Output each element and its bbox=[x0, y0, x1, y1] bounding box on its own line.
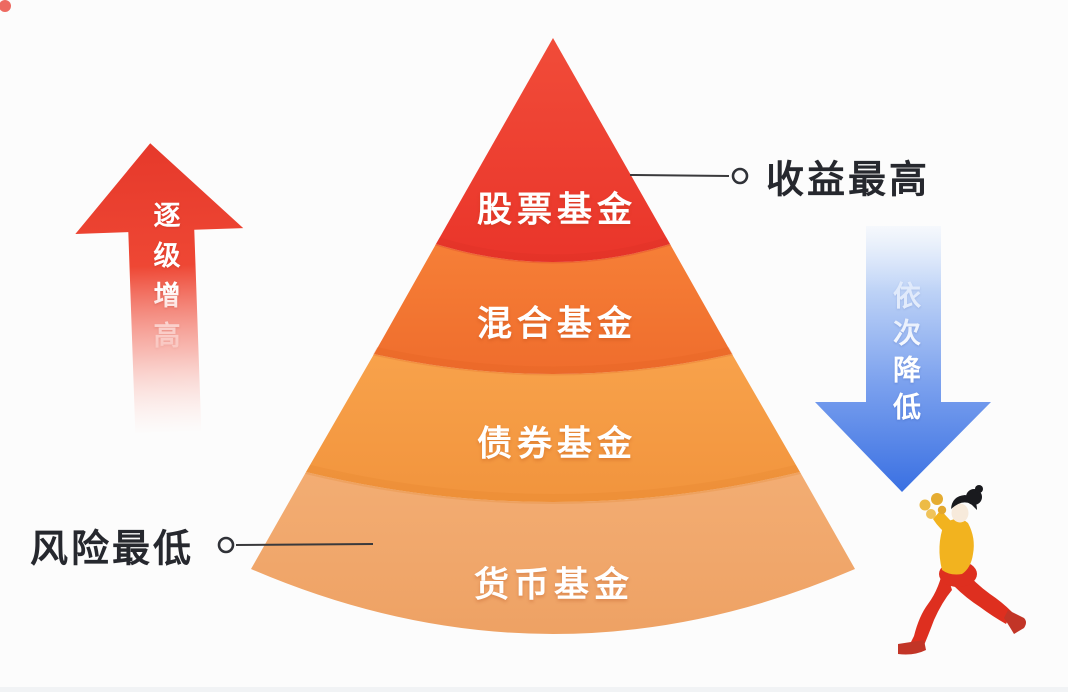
bottom-edge-tint bbox=[0, 687, 1068, 692]
top-callout-line bbox=[629, 174, 730, 177]
bottom-callout-dot bbox=[217, 536, 235, 554]
corner-speck bbox=[0, 0, 11, 12]
bottom-callout-line bbox=[235, 543, 374, 546]
pyramid-layer-stock-fund bbox=[436, 38, 670, 262]
up-arrow bbox=[75, 143, 244, 433]
pyramid-label-bond-fund: 债券基金 bbox=[476, 424, 638, 465]
callout-lowest-risk: 风险最低 bbox=[30, 526, 195, 571]
up-arrow-caption: 逐级增高 bbox=[148, 201, 180, 361]
pyramid-label-mixed-fund: 混合基金 bbox=[476, 304, 638, 345]
pyramid-label-stock-fund: 股票基金 bbox=[476, 190, 638, 231]
person-illustration bbox=[898, 485, 1026, 655]
down-arrow-caption: 依次降低 bbox=[889, 281, 922, 429]
down-arrow bbox=[815, 226, 991, 492]
pyramid-layer-bond-fund bbox=[306, 354, 800, 502]
pyramid-label-money-fund: 货币基金 bbox=[473, 565, 635, 606]
callout-highest-return: 收益最高 bbox=[766, 157, 931, 202]
pyramid-layer-mixed-fund bbox=[374, 244, 732, 374]
top-callout-dot bbox=[731, 167, 749, 185]
layer-seams bbox=[304, 236, 802, 504]
pyramid-layer-money-fund bbox=[251, 472, 855, 634]
